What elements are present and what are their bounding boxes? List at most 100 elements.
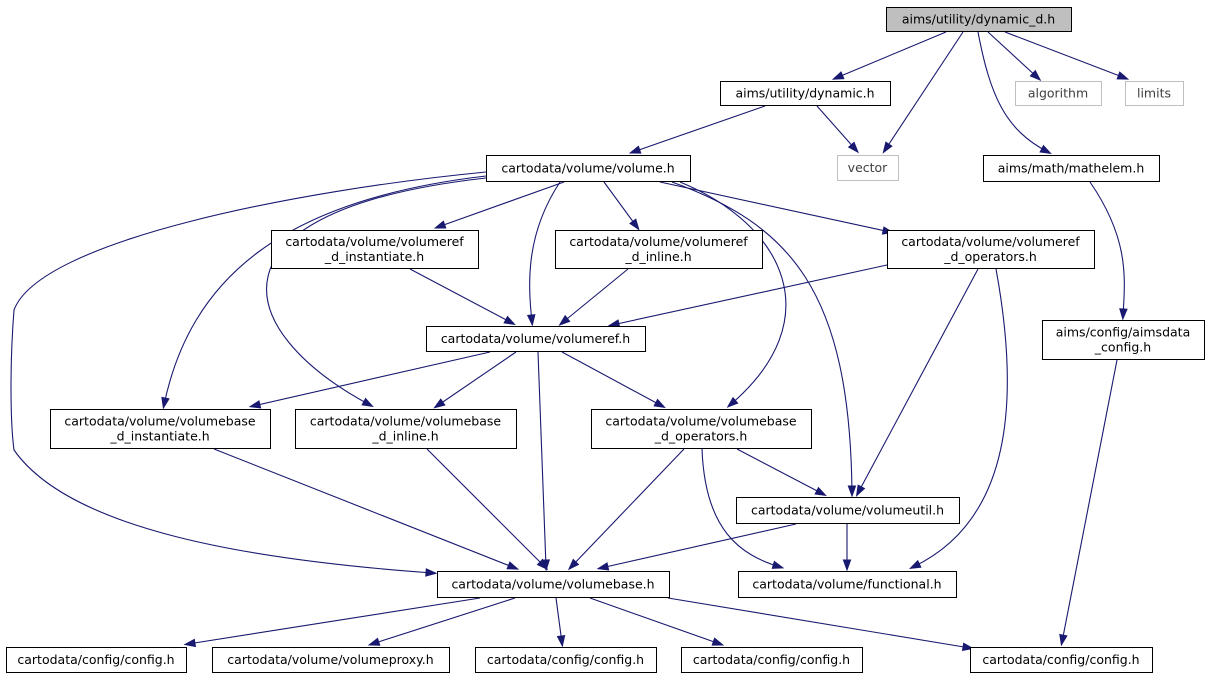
edge-volume-to-vb_inst	[161, 175, 487, 410]
edge-line	[10, 171, 487, 574]
edge-line	[600, 523, 797, 569]
node-box	[1042, 320, 1205, 360]
node-functional[interactable]: cartodata/volume/functional.h	[738, 571, 957, 598]
node-label: _d_instantiate.h	[109, 429, 209, 444]
edge-line	[1061, 359, 1118, 643]
edge-vb_inst-to-vbase	[213, 448, 520, 570]
node-label: _d_inline.h	[624, 249, 691, 264]
edge-mathelem-to-aimsdata	[1089, 181, 1128, 321]
node-box	[837, 155, 899, 181]
node-label: cartodata/volume/volumeutil.h	[751, 503, 944, 518]
node-box	[212, 647, 450, 673]
arrow-head-icon	[855, 484, 866, 497]
edge-line	[589, 597, 721, 645]
node-cfg4[interactable]: cartodata/config/config.h	[970, 647, 1153, 673]
node-label: cartodata/volume/volumebase	[64, 414, 256, 429]
node-box	[6, 647, 187, 673]
edge-vutil-to-vbase	[596, 523, 797, 571]
edge-line	[667, 597, 971, 649]
edge-line	[252, 351, 491, 407]
edge-volume-to-vref_ops	[659, 181, 895, 235]
node-vref-inst[interactable]: cartodata/volume/volumeref_d_instantiate…	[271, 230, 479, 269]
node-box	[555, 230, 763, 269]
edge-line	[1089, 181, 1125, 317]
node-box	[1125, 81, 1184, 106]
edge-line	[266, 177, 487, 406]
node-aimsdata[interactable]: aims/config/aimsdata_config.h	[1042, 320, 1205, 360]
node-volume[interactable]: cartodata/volume/volume.h	[486, 155, 691, 182]
edge-line	[659, 181, 891, 233]
edge-root-to-limits	[1004, 31, 1130, 80]
edge-line	[987, 31, 1039, 79]
node-label: _d_instantiate.h	[324, 249, 424, 264]
arrow-head-icon	[161, 396, 170, 410]
node-label: cartodata/config/config.h	[487, 652, 644, 667]
edge-line	[561, 351, 663, 407]
edge-line	[163, 175, 487, 406]
arrow-head-icon	[433, 398, 446, 409]
arrow-head-icon	[367, 637, 381, 646]
edge-line	[701, 448, 781, 568]
node-label: _config.h	[1094, 340, 1151, 355]
node-vb-inst[interactable]: cartodata/volume/volumebase_d_instantiat…	[50, 409, 271, 449]
edge-vref-to-vb_inst	[248, 351, 491, 409]
edge-vref-to-vb_inline	[433, 351, 517, 409]
node-label: limits	[1137, 86, 1171, 101]
edge-line	[213, 448, 516, 569]
node-cfg2[interactable]: cartodata/config/config.h	[475, 647, 657, 673]
node-box	[50, 409, 271, 449]
edge-line	[537, 351, 547, 568]
node-vref-inline[interactable]: cartodata/volume/volumeref_d_inline.h	[555, 230, 763, 269]
arrow-head-icon	[536, 558, 549, 571]
edge-line	[187, 597, 481, 645]
node-vb-inline[interactable]: cartodata/volume/volumebase_d_inline.h	[295, 409, 517, 449]
node-label: cartodata/volume/volumeref.h	[441, 331, 630, 346]
arrow-head-icon	[558, 314, 571, 326]
arrow-head-icon	[831, 71, 845, 80]
arrow-head-icon	[629, 218, 640, 231]
node-root[interactable]: aims/utility/dynamic_d.h	[886, 7, 1072, 32]
node-dynamic[interactable]: aims/utility/dynamic.h	[720, 81, 891, 106]
edge-vbase-to-cfg2	[555, 597, 566, 648]
node-vb-ops[interactable]: cartodata/volume/volumebase_d_operators.…	[591, 409, 812, 449]
nodes-layer: aims/utility/dynamic_d.h aims/utility/dyn…	[6, 7, 1205, 673]
edge-line	[857, 268, 979, 494]
edge-line	[671, 181, 853, 494]
edge-vref-to-vbase	[537, 351, 551, 572]
edge-volume-to-vb_ops	[679, 181, 787, 408]
edge-volume-to-vref_inline	[603, 181, 640, 231]
node-label: aims/config/aimsdata	[1056, 325, 1190, 340]
node-vref-ops[interactable]: cartodata/volume/volumeref_d_operators.h	[887, 230, 1095, 269]
node-box	[886, 7, 1072, 32]
arrow-head-icon	[506, 561, 520, 570]
node-box	[1015, 81, 1102, 106]
arrow-head-icon	[908, 559, 922, 569]
arrow-head-icon	[726, 396, 739, 408]
node-vref[interactable]: cartodata/volume/volumeref.h	[426, 326, 646, 352]
arrow-head-icon	[814, 486, 827, 497]
node-label: algorithm	[1028, 86, 1088, 101]
edge-volume-to-vb_inline	[266, 177, 487, 408]
edge-vref_inst-to-vref	[409, 268, 516, 326]
arrow-head-icon	[847, 485, 857, 498]
edge-vb_inline-to-vbase	[426, 448, 549, 571]
node-limits: limits	[1125, 81, 1184, 106]
edge-line	[611, 264, 888, 326]
node-box	[738, 571, 957, 598]
edge-line	[679, 181, 787, 406]
node-box	[983, 155, 1160, 182]
node-vbase[interactable]: cartodata/volume/volumebase.h	[437, 571, 670, 598]
node-label: cartodata/volume/volumebase	[310, 414, 502, 429]
edge-line	[555, 597, 563, 644]
node-vutil[interactable]: cartodata/volume/volumeutil.h	[736, 497, 960, 524]
edge-vref_inline-to-vref	[558, 268, 629, 326]
node-mathelem[interactable]: aims/math/mathelem.h	[983, 155, 1160, 182]
node-cfg3[interactable]: cartodata/config/config.h	[681, 647, 863, 673]
arrow-head-icon	[607, 319, 621, 328]
arrow-head-icon	[1116, 71, 1130, 80]
node-vproxy[interactable]: cartodata/volume/volumeproxy.h	[212, 647, 450, 673]
node-cfg1[interactable]: cartodata/config/config.h	[6, 647, 187, 673]
node-label: cartodata/volume/volumeref	[569, 234, 748, 249]
edge-line	[437, 181, 565, 228]
node-label: cartodata/config/config.h	[982, 652, 1139, 667]
